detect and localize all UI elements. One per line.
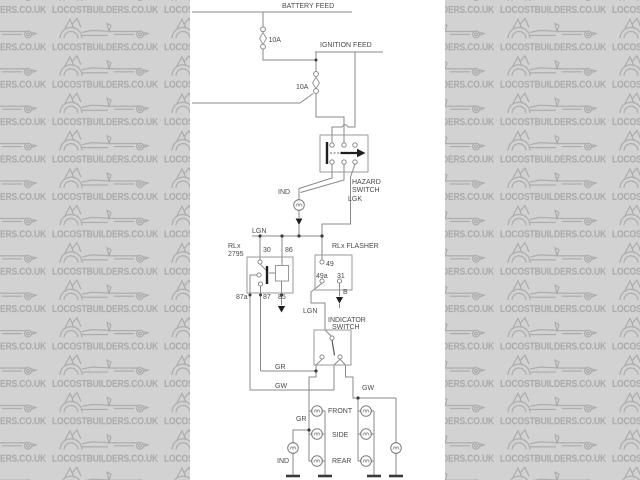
rear-lamp-label: REAR [332, 458, 351, 465]
gr-lamp-label: GR [296, 416, 307, 423]
lgk-label: LGK [348, 196, 362, 203]
flasher-31-label: 31 [337, 273, 345, 280]
lgk-wire [321, 164, 356, 236]
hazard-switch-label-2: SWITCH [352, 187, 380, 194]
relay-name-label-1: RLx [228, 243, 241, 250]
ignition-feed-label: IGNITION FEED [320, 42, 372, 49]
ind-wire-arrow-icon [295, 218, 303, 225]
flasher-unit [314, 254, 353, 304]
flasher-49a-label: 49a [316, 273, 328, 280]
ind-right-lamp [390, 442, 402, 454]
ind-top-label: IND [278, 189, 290, 196]
fuse-top-wire [262, 12, 316, 61]
ind-left-lamp [287, 442, 299, 454]
relay-86-label: 86 [285, 247, 293, 254]
hazard-out-mid-wire [300, 164, 345, 193]
lamps [287, 199, 402, 467]
front-lamp-left [311, 405, 323, 417]
lgn-top-label: LGN [252, 228, 266, 235]
gr-top-label: GR [275, 364, 286, 371]
fuse-top [259, 26, 267, 50]
right-lamp-leads [358, 410, 374, 462]
indicator-lever [331, 340, 336, 356]
gr-rail [260, 286, 316, 372]
watermark-right-panel: LOCOSTBUILDERS.CO.UK [445, 0, 640, 480]
side-lamp-left [311, 428, 323, 440]
flasher-name-label: RLx FLASHER [332, 243, 379, 250]
hazard-out-left-wire [298, 164, 333, 189]
hazard-switch-label-1: HAZARD [352, 179, 381, 186]
hazard-switch [319, 134, 369, 173]
indicator-switch [313, 329, 352, 366]
front-lamp-label: FRONT [328, 408, 353, 415]
wiring-diagram: BATTERY FEED 10A IGNITION FEED 10A HAZAR… [192, 3, 403, 478]
gw-left-label: GW [275, 383, 287, 390]
fuse-mid-out-wire [315, 93, 345, 143]
flasher-b-label: B [343, 289, 348, 296]
flasher-ground-icon [335, 297, 344, 304]
junction-dots [248, 58, 360, 432]
relay-ground-icon [277, 306, 286, 313]
watermark-left-pattern: LOCOSTBUILDERS.CO.UK [0, 0, 190, 480]
relay-2795 [246, 256, 294, 313]
ignition-feed-wire [315, 51, 383, 72]
rear-lamp-left [311, 455, 323, 467]
lgn-bottom-label: LGN [303, 308, 317, 315]
gw-right-label: GW [362, 385, 374, 392]
gr-lamp-bus [308, 358, 323, 461]
watermark-left-panel: LOCOSTBUILDERS.CO.UK [0, 0, 190, 480]
gw-left-drop [333, 358, 341, 390]
fuse-top-label: 10A [269, 37, 282, 44]
lamp-lead-ticks [291, 199, 398, 463]
gw-left-rail [249, 274, 334, 391]
left-lamp-leads [309, 410, 325, 462]
flasher-49-label: 49 [326, 261, 334, 268]
ind-left-lamp-wire [292, 429, 309, 475]
left-feed-wire [192, 93, 314, 104]
side-lamp-right [360, 428, 372, 440]
indicator-switch-label-1: INDICATOR [328, 317, 366, 324]
watermark-right-pattern: LOCOSTBUILDERS.CO.UK [445, 0, 640, 480]
relay-87-label: 87 [263, 294, 271, 301]
ind-top-lamp [293, 199, 305, 211]
relay-85-label: 85 [278, 294, 286, 301]
indicator-switch-label-2: SWITCH [332, 324, 360, 331]
flasher-49a-wire [310, 282, 332, 337]
ignition-to-hazard-wire [331, 52, 356, 143]
relay-30-label: 30 [263, 247, 271, 254]
schematic-canvas: BATTERY FEED 10A IGNITION FEED 10A HAZAR… [190, 0, 445, 480]
front-lamp-right [360, 405, 372, 417]
rear-lamp-right [360, 455, 372, 467]
fuse-mid [312, 71, 320, 94]
relay-coil [275, 265, 289, 282]
wiring [192, 11, 398, 475]
gw-right-rail [339, 358, 396, 399]
ind-bottom-label: IND [277, 458, 289, 465]
fuse-mid-label: 10A [296, 84, 309, 91]
relay-87a-label: 87a [236, 294, 248, 301]
battery-feed-label: BATTERY FEED [282, 3, 334, 10]
relay-contact-link [259, 263, 267, 271]
hazard-arrow-icon [357, 148, 366, 158]
side-lamp-label: SIDE [332, 432, 349, 439]
relay-name-label-2: 2795 [228, 251, 244, 258]
